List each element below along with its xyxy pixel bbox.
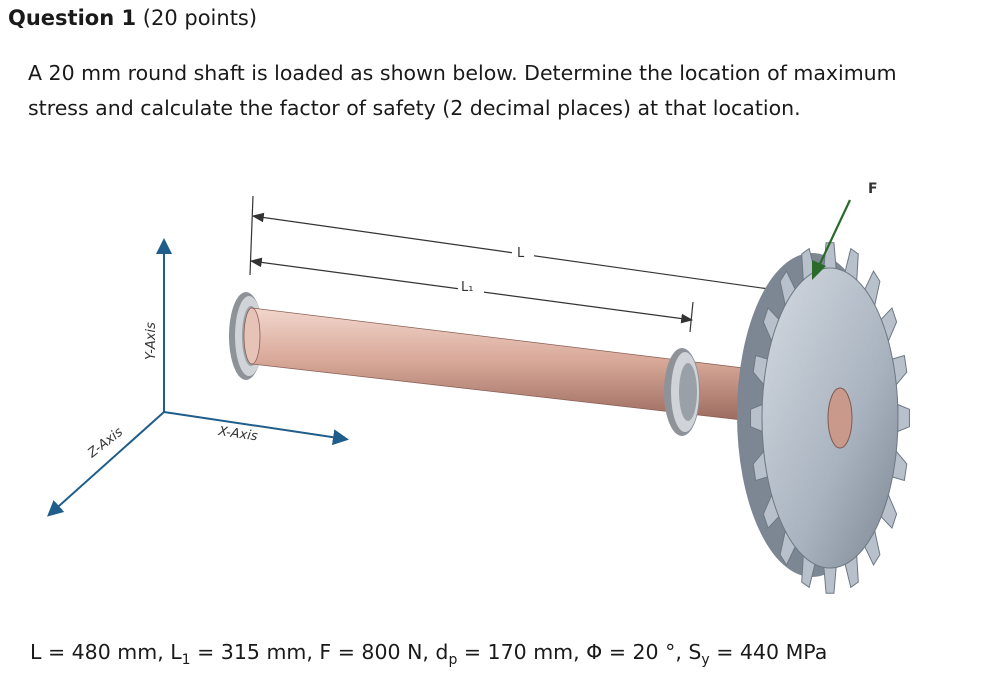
dim-label-L1: L₁ bbox=[461, 280, 473, 295]
spur-gear bbox=[737, 242, 910, 594]
gear-tooth bbox=[823, 566, 837, 594]
param-L1-subscript: 1 bbox=[181, 652, 191, 668]
question-text: A 20 mm round shaft is loaded as shown b… bbox=[28, 56, 988, 126]
gear-teeth bbox=[750, 242, 910, 594]
gear-tooth bbox=[750, 403, 763, 433]
question-points: (20 points) bbox=[142, 6, 258, 30]
param-L: L = 480 mm, bbox=[30, 640, 171, 664]
param-dp-phi-sy: = 170 mm, Φ = 20 °, S bbox=[457, 640, 702, 664]
shaft-gear-figure: Y-Axis X-Axis Z-Axis L L₁ bbox=[47, 181, 910, 594]
gear-tooth bbox=[897, 403, 910, 433]
z-axis-line bbox=[47, 411, 165, 517]
question-title: Question 1 (20 points) bbox=[8, 6, 257, 30]
gear-tooth bbox=[823, 242, 837, 270]
dim-label-L: L bbox=[517, 246, 525, 261]
force-label: F bbox=[868, 181, 878, 197]
x-axis-line bbox=[163, 411, 349, 446]
z-axis-label: Z-Axis bbox=[84, 425, 126, 462]
x-axis-label: X-Axis bbox=[216, 424, 258, 445]
gear-hub-bore bbox=[827, 387, 853, 449]
force-arrow: F bbox=[812, 181, 878, 280]
y-axis-label: Y-Axis bbox=[144, 322, 159, 360]
question-number: Question 1 bbox=[8, 6, 137, 30]
param-L1-F-dp: = 315 mm, F = 800 N, d bbox=[190, 640, 449, 664]
dim-extension-left bbox=[249, 195, 254, 276]
coordinate-axes: Y-Axis X-Axis Z-Axis bbox=[47, 238, 349, 517]
param-sy-subscript: y bbox=[701, 652, 710, 668]
given-parameters: L = 480 mm, L1 = 315 mm, F = 800 N, dp =… bbox=[30, 640, 827, 668]
question-text-line-2: stress and calculate the factor of safet… bbox=[28, 96, 801, 120]
dim-extension-l1-right bbox=[689, 301, 694, 333]
right-bearing bbox=[664, 348, 700, 436]
param-L1-symbol: L bbox=[170, 640, 182, 664]
param-dp-subscript: p bbox=[448, 652, 458, 668]
param-sy-value: = 440 MPa bbox=[709, 640, 828, 664]
question-text-line-1: A 20 mm round shaft is loaded as shown b… bbox=[28, 61, 897, 85]
dimension-lines: L L₁ bbox=[249, 195, 792, 333]
